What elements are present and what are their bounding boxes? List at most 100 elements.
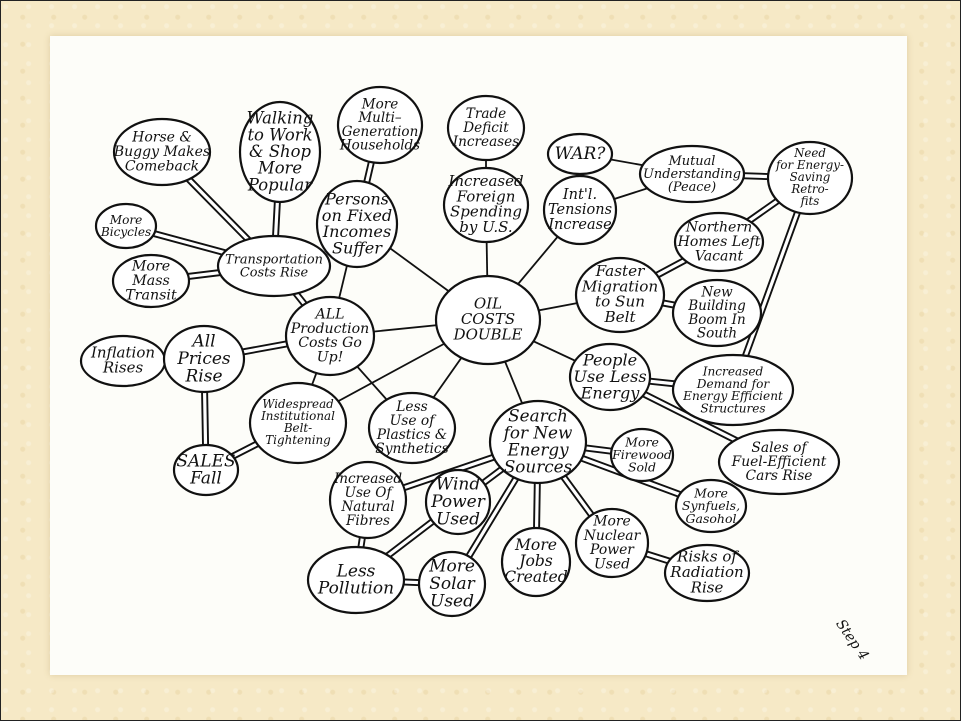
node-label-line: South (697, 325, 737, 341)
node-label-line: Institutional (260, 409, 335, 423)
node-label-line: Use Less (573, 367, 646, 386)
node-label-line: Understanding (643, 167, 741, 182)
node-outline (238, 100, 322, 204)
node-outline (574, 256, 666, 334)
node-label-line: Northern (685, 220, 752, 236)
node-label-line: Use of (390, 413, 438, 429)
node-label-line: Faster (595, 262, 646, 280)
node-label-line: ALL (314, 306, 345, 322)
node-label-line: on Fixed (322, 205, 392, 224)
node-label-line: Increases (452, 133, 519, 149)
node-label-line: Energy Efficient (682, 389, 783, 403)
node-label-line: Up! (317, 350, 344, 366)
node-label-line: to Work (247, 125, 312, 144)
node-label-line: Multi– (357, 110, 402, 126)
node-outline (112, 117, 212, 187)
node-label-line: Belt- (283, 421, 312, 435)
node-label-line: Saving (790, 170, 831, 184)
node-label-line: Tensions (548, 202, 612, 218)
node-outline (500, 526, 572, 598)
node-outline (94, 202, 158, 250)
node-outline (609, 427, 675, 483)
node-outline (638, 144, 746, 204)
node-label-line: Spending (450, 203, 522, 221)
node-label-line: Transportation (225, 252, 323, 267)
node-label-line: Mass (131, 273, 170, 289)
node-label-line: Used (436, 509, 480, 529)
node-label-line: Demand for (696, 376, 771, 390)
node-label-line: More (257, 158, 302, 177)
node-label-line: Homes Left (677, 234, 761, 250)
node-label-line: Generation (342, 123, 419, 139)
node-label-line: to Sun (595, 293, 645, 311)
node-label-line: Migration (581, 277, 658, 295)
node-label-line: Int'l. (562, 187, 597, 203)
node-label-line: Households (339, 137, 420, 153)
node-label-line: Used (594, 556, 630, 572)
node-label-line: Fuel-Efficient (731, 454, 827, 470)
node-label-line: for Energy- (775, 158, 844, 172)
node-outline (111, 253, 191, 309)
node-label-line: New (700, 284, 733, 300)
node-label-line: Prices (176, 349, 231, 369)
node-label-line: More (109, 212, 143, 226)
node-label-line: Firewood (611, 447, 672, 462)
node-label-line: SALES (176, 451, 235, 471)
node-label-line: Costs Go (298, 335, 362, 351)
node-label-line: Radiation (669, 563, 743, 581)
node-label-line: Deficit (462, 120, 509, 136)
node-label-line: Belt (603, 308, 636, 326)
node-label-line: Sources (504, 456, 573, 476)
node-label-line: Rise (184, 366, 222, 386)
node-label-line: Inflation (90, 343, 155, 361)
node-label-line: Fibres (345, 512, 390, 528)
node-outline (284, 295, 376, 377)
node-label-line: Energy (506, 439, 569, 459)
node-outline (162, 324, 246, 394)
node-outline (367, 391, 457, 465)
node-label-line: Fall (189, 468, 222, 488)
node-label-line: Walking (247, 108, 314, 127)
node-outline (568, 342, 652, 412)
node-label-line: Natural (340, 498, 394, 514)
node-label-line: More (361, 96, 398, 112)
node-outline (442, 166, 530, 244)
node-label-line: Use Of (345, 485, 395, 501)
node-label-line: Production (290, 321, 369, 337)
node-label-line: Suffer (332, 238, 383, 257)
node-outline (446, 94, 526, 162)
node-label-line: More (592, 514, 630, 530)
node-label: WAR? (555, 144, 607, 164)
